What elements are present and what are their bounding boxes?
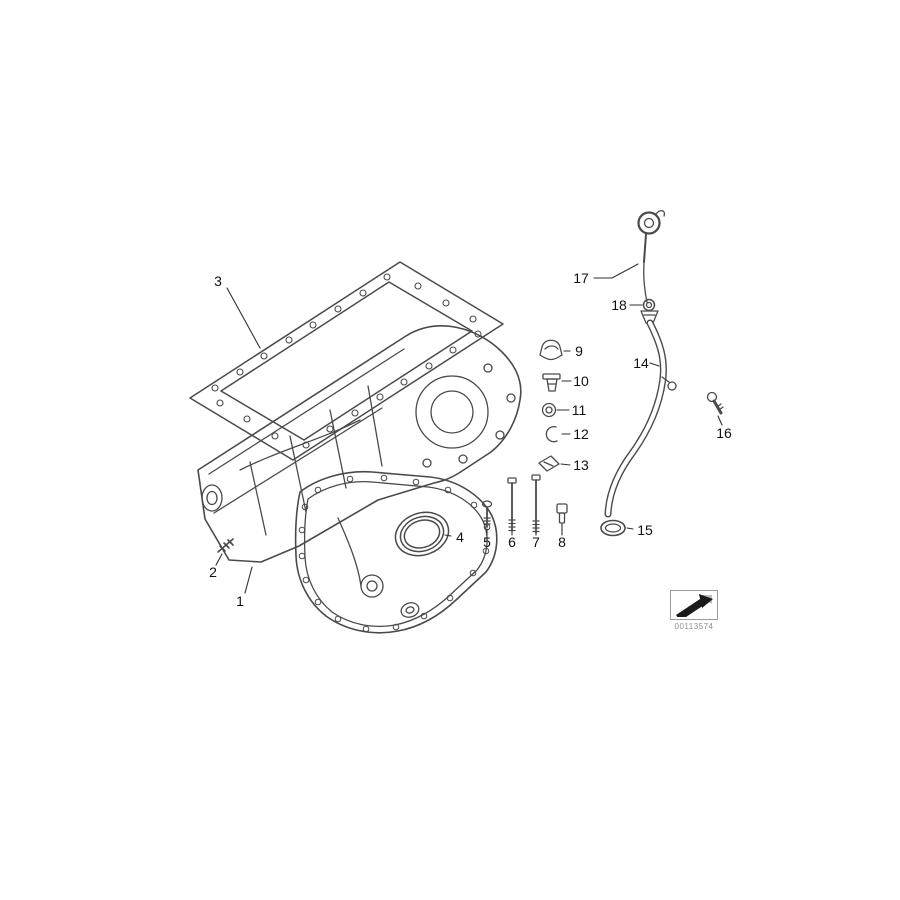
drawing-bolt-6 [507, 477, 517, 532]
leader-lines [215, 263, 723, 594]
drawing-clip-12 [545, 426, 558, 443]
callout-10: 10 [573, 373, 589, 389]
callout-9: 9 [575, 343, 583, 359]
callout-15: 15 [637, 522, 653, 538]
drawing-stud [217, 538, 234, 553]
drawing-dipstick [600, 210, 724, 537]
callout-2: 2 [209, 564, 217, 580]
callout-12: 12 [573, 426, 589, 442]
drawing-gasket-upper [189, 261, 504, 461]
drawing-guide-tube-14 [604, 319, 677, 518]
callout-14: 14 [633, 355, 649, 371]
drawing-bolts [481, 474, 568, 534]
callout-5: 5 [483, 534, 491, 550]
drawing-cap-9 [539, 339, 563, 361]
callout-13: 13 [573, 457, 589, 473]
drawing-bolt-16 [706, 391, 724, 415]
drawing-lower-sump-cover [294, 470, 498, 634]
callout-8: 8 [558, 534, 566, 550]
callout-1: 1 [236, 593, 244, 609]
stamp-arrow-icon [670, 590, 718, 620]
drawing-bushing-11 [541, 402, 557, 418]
drawing-oring-18 [642, 298, 656, 312]
drawing-small-fittings [538, 339, 563, 472]
drawing-plug-8 [556, 503, 568, 524]
drawing-screw-5 [481, 500, 493, 528]
drawing-upper-oil-pan [197, 325, 522, 563]
callout-7: 7 [532, 534, 540, 550]
drawing-seal-ring [394, 511, 450, 557]
drawing-oring-15 [600, 519, 626, 537]
callout-11: 11 [571, 402, 587, 418]
callout-4: 4 [456, 529, 464, 545]
diagram-stamp: 00113574 [670, 590, 718, 631]
callout-3: 3 [214, 273, 222, 289]
callout-16: 16 [716, 425, 732, 441]
drawing-plug-10 [542, 373, 561, 392]
drawing-bracket-13 [538, 455, 560, 472]
callout-17: 17 [573, 270, 589, 286]
callout-18: 18 [611, 297, 627, 313]
drawing-bolt-7 [531, 474, 541, 534]
callout-6: 6 [508, 534, 516, 550]
diagram-id: 00113574 [674, 622, 714, 631]
